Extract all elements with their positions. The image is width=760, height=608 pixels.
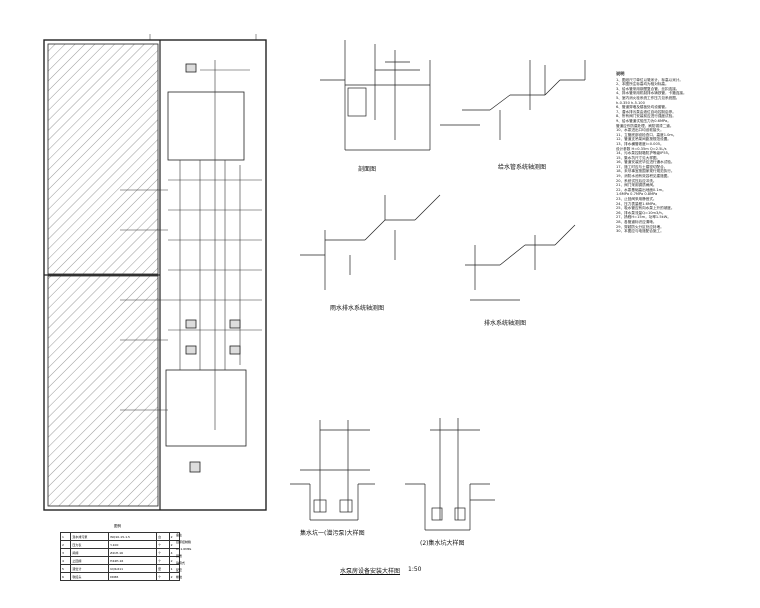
note-line: 15、集水坑尺寸见大样图。 bbox=[616, 155, 661, 160]
hatched-area-top bbox=[47, 43, 159, 275]
axon-diagram-a bbox=[440, 60, 586, 140]
notes-title: 说明 bbox=[616, 71, 625, 76]
legend-cell: 个 bbox=[156, 540, 170, 549]
legend-cell: 潜水排污泵 bbox=[70, 532, 110, 541]
legend-remark: 自带控制箱 bbox=[176, 540, 192, 544]
detail-title: 水泵房设备安装大样图 bbox=[340, 568, 401, 575]
note-line: 13、排水横管坡度i=0.005。 bbox=[616, 141, 664, 146]
caption-axon-c: 排水系统轴测图 bbox=[484, 320, 527, 327]
legend-cell: 个 bbox=[156, 548, 170, 557]
note-line: 7、潜水排污泵由液位自动控制启停。 bbox=[616, 109, 676, 114]
note-line: 2、本图所注标高均为相对标高。 bbox=[616, 82, 669, 87]
caption-axon-b: 雨水排水系统轴测图 bbox=[330, 305, 385, 312]
legend-cell: 止回阀 bbox=[70, 556, 110, 565]
legend-remark: 0~1.6MPa bbox=[176, 547, 192, 551]
note-line: h-0.350 h-5.100 bbox=[616, 100, 645, 105]
legend-cell: 套 bbox=[156, 564, 170, 573]
note-line: 5、室内消火栓系统工作压力见系统图。 bbox=[616, 95, 680, 100]
note-line: 27、扬程H=15m，功率1.5kW。 bbox=[616, 215, 671, 220]
note-line: 25、吸水管应有向水泵上升的坡度。 bbox=[616, 206, 675, 211]
legend-cell: 软接头 bbox=[70, 572, 110, 581]
pit-detail-right bbox=[405, 418, 495, 531]
legend-cell: 台 bbox=[156, 532, 170, 541]
legend-cell: 个 bbox=[156, 556, 170, 565]
legend-cell: 1 bbox=[59, 532, 72, 541]
legend-cell: 6 bbox=[59, 572, 72, 581]
note-line: 26、排水泵流量Q=10m3/h。 bbox=[616, 210, 666, 215]
note-line: 29、穿越防火分区处应封堵。 bbox=[616, 224, 664, 229]
note-line: 22、水泵基础高出地面0.1m。 bbox=[616, 187, 666, 192]
legend-remark: 备注 bbox=[176, 533, 183, 537]
legend-cell: H44H-16 bbox=[108, 556, 158, 565]
pump-room-lower bbox=[165, 369, 247, 447]
hatched-area-bottom bbox=[47, 275, 159, 507]
note-line: 19、消防水池有效容积见建施图。 bbox=[616, 174, 671, 179]
caption-pit-right: (2)集水坑大样图 bbox=[420, 540, 465, 547]
note-line: 20、系统试压后应冲洗。 bbox=[616, 178, 657, 183]
note-line: 8、所有阀门安装前应进行强度试验。 bbox=[616, 114, 676, 119]
legend-remarks: 备注自带控制箱 0~1.6MPa 铜质静音式配套橡胶 bbox=[176, 532, 191, 581]
legend-cell: Z41H-16 bbox=[108, 548, 158, 557]
legend-cell: DN65 bbox=[108, 572, 158, 581]
note-line: 17、施工时应与土建密切配合。 bbox=[616, 164, 668, 169]
note-line: 12、管道支吊架间距按规范设置。 bbox=[616, 137, 671, 142]
note-line: 24、压力表量程1.6MPa。 bbox=[616, 201, 659, 206]
legend-header: 图例 bbox=[114, 524, 121, 528]
axon-diagram-b bbox=[300, 194, 441, 290]
note-line: 6、管道穿墙及楼板处均设套管。 bbox=[616, 105, 669, 110]
legend-cell: 2 bbox=[59, 540, 72, 549]
legend-cell: 个 bbox=[156, 572, 170, 581]
pump-room-upper bbox=[167, 91, 245, 161]
caption-axon-a: 给水管系统轴测图 bbox=[498, 164, 547, 171]
detail-scale: 1:50 bbox=[408, 566, 422, 573]
note-line: 30、本图应与电施配合施工。 bbox=[616, 229, 664, 234]
legend-cell: Y-100 bbox=[108, 540, 158, 549]
legend-cell: WQ10-15-1.5 bbox=[108, 532, 158, 541]
caption-pit-left: 集水坑一(潜污泵)大样图 bbox=[300, 530, 365, 537]
legend-remark: 配套 bbox=[176, 568, 183, 572]
note-line: 设计参数 H=0.35m Q=2.5L/s bbox=[616, 146, 667, 151]
section-view bbox=[320, 40, 431, 151]
note-line: 28、各管道标识应清晰。 bbox=[616, 220, 657, 224]
note-line: 10、水泵进出口均设软接头。 bbox=[616, 128, 664, 133]
note-line: 9、给水管道试验压力为0.6MPa。 bbox=[616, 118, 671, 123]
notes-lines: 1、图纸尺寸单位以毫米计，标高以米计。2、本图所注标高均为相对标高。3、给水管采… bbox=[616, 78, 734, 234]
note-line: 23、止回阀采用静音式。 bbox=[616, 197, 657, 202]
note-line: 16、管道安装完毕应进行通水试验。 bbox=[616, 160, 675, 165]
legend-remark: 橡胶 bbox=[176, 575, 183, 579]
legend-cell: 压力表 bbox=[70, 540, 110, 549]
legend-cell: 闸阀 bbox=[70, 548, 110, 557]
note-line: 管道应作防腐处理，刷防锈漆二道。 bbox=[616, 123, 674, 128]
legend-cell: 3 bbox=[59, 548, 72, 557]
legend-cell: 液位计 bbox=[70, 564, 110, 573]
floor-plan bbox=[43, 34, 267, 511]
note-line: 18、未尽事宜按国家现行规范执行。 bbox=[616, 169, 675, 174]
legend-cell: 4 bbox=[59, 556, 72, 565]
design-notes: 说明 1、图纸尺寸单位以毫米计，标高以米计。2、本图所注标高均为相对标高。3、给… bbox=[616, 70, 734, 234]
legend-cell: 5 bbox=[59, 564, 72, 573]
axon-diagram-c bbox=[465, 224, 576, 301]
pit-detail-left bbox=[290, 420, 375, 521]
note-line: 21、阀门采用铜质闸阀。 bbox=[616, 183, 657, 188]
legend-cell: UQK-611 bbox=[108, 564, 158, 573]
legend-remark: 铜质 bbox=[176, 554, 183, 558]
note-line: 1.6MPa 0.7MPa 0.8MPa bbox=[616, 192, 658, 197]
note-line: 3、给水管采用钢塑复合管，丝扣连接。 bbox=[616, 86, 680, 91]
legend-cell: 2 bbox=[168, 572, 181, 581]
note-line: 11、立管底部设检查口，高度1.0m。 bbox=[616, 132, 677, 137]
legend-remark: 静音式 bbox=[176, 561, 186, 565]
caption-section-top: 剖面图 bbox=[358, 166, 377, 173]
note-line: 14、污水泵控制箱防护等级IP55。 bbox=[616, 151, 672, 156]
note-line: 4、排水管采用机制排水铸铁管，卡箍连接。 bbox=[616, 91, 687, 96]
note-line: 1、图纸尺寸单位以毫米计，标高以米计。 bbox=[616, 77, 683, 82]
